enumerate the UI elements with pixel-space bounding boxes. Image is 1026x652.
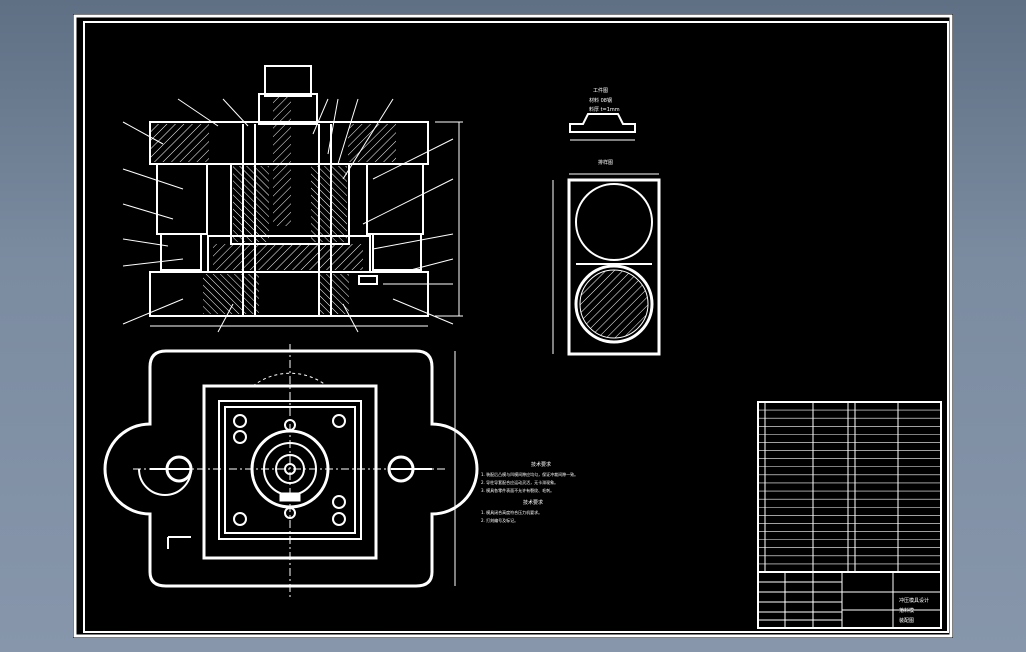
tech-title-2: 技术要求 [523,499,543,506]
tech-line-3: 3. 模具各零件表面不允许有裂纹、毛刺。 [481,487,554,493]
parts-list-table [757,401,942,573]
title-drawing-no: 装配图 [899,617,914,624]
layout-view-title: 排样图 [598,159,613,166]
tech-requirements: 技术要求 1. 装配后凸模与凹模间隙应均匀，保证冲裁间隙一致。 2. 导柱导套配… [481,461,578,523]
drawing-canvas[interactable]: 工件图 材料 08钢 料厚 t=1mm 排样图 技术要求 1. 装配后凸模与凹模… [73,14,953,638]
tech-line-1: 1. 装配后凸模与凹模间隙应均匀，保证冲裁间隙一致。 [481,471,578,477]
strip-layout-view: 排样图 [552,159,661,356]
tech-line-5: 2. 打刻编号及标记。 [481,517,518,523]
title-block [757,571,942,629]
part-thickness-note: 料厚 t=1mm [589,106,620,113]
leader-lines [122,98,454,333]
tech-line-4: 1. 模具闭合高度符合压力机要求。 [481,509,542,515]
part-view: 工件图 材料 08钢 料厚 t=1mm [569,87,636,141]
parts-rows [758,409,941,565]
inner-border [83,21,949,633]
tech-line-2: 2. 导柱导套配合应运动灵活，无卡滞现象。 [481,479,558,485]
part-material-note: 材料 08钢 [589,97,612,104]
title-drawing-name: 落料模 [899,607,914,614]
plan-view [103,344,479,599]
title-company: 冲压模具设计 [899,597,929,604]
part-view-title: 工件图 [593,87,608,94]
cad-drawing: 工件图 材料 08钢 料厚 t=1mm 排样图 技术要求 1. 装配后凸模与凹模… [73,14,953,638]
outer-border [73,14,953,638]
front-section-view [149,65,463,327]
tech-title: 技术要求 [531,461,551,468]
